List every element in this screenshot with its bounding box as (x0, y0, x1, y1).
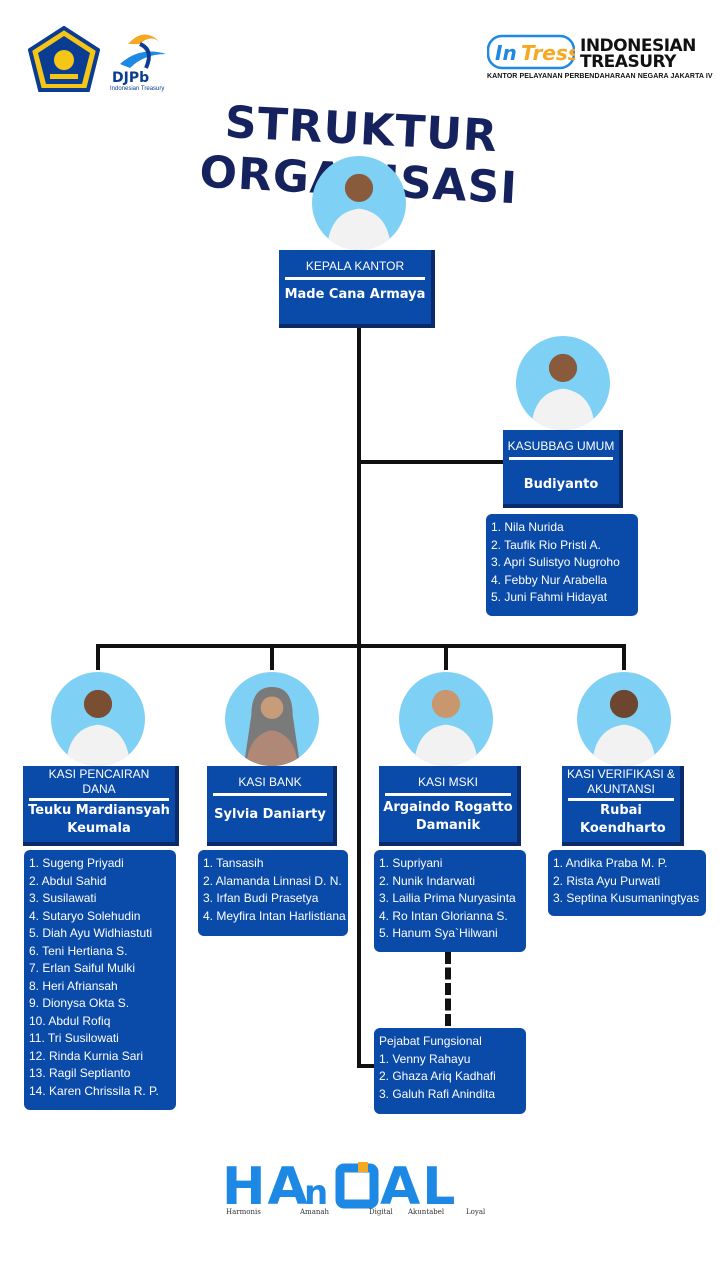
list-item: 5. Hanum Sya`Hilwani (379, 926, 498, 940)
section-box-mski: KASI MSKI Argaindo Rogatto Damanik (379, 766, 521, 846)
list-item: 9. Dionysa Okta S. (29, 996, 130, 1010)
list-item: 1. Venny Rahayu (379, 1051, 471, 1066)
kasubbag-members: 1. Nila Nurida 2. Taufik Rio Pristi A. 3… (486, 514, 638, 616)
head-name: Made Cana Armaya (284, 287, 426, 302)
brand-line2: TREASURY (580, 52, 676, 72)
section-role: KASI VERIFIKASI & AKUNTANSI (566, 767, 676, 796)
section-box-verifikasi: KASI VERIFIKASI & AKUNTANSI Rubai Koendh… (562, 766, 684, 846)
brand-subtitle: KANTOR PELAYANAN PERBENDAHARAAN NEGARA J… (487, 73, 713, 80)
head-box: KEPALA KANTOR Made Cana Armaya (279, 250, 435, 328)
list-item: 13. Ragil Septianto (29, 1066, 131, 1080)
svg-text:HA: HA (222, 1157, 310, 1216)
functional-title: Pejabat Fungsional (379, 1034, 482, 1048)
list-item: 3. Galuh Rafi Anindita (379, 1086, 496, 1101)
list-item: 2. Ghaza Ariq Kadhafi (379, 1069, 496, 1083)
section-name: Sylvia Daniarty (214, 807, 326, 822)
branch-line-2 (270, 644, 274, 670)
list-item: 11. Tri Susilowati (29, 1031, 119, 1045)
functional-dashed-line (445, 952, 451, 1026)
kasubbag-box: KASUBBAG UMUM Budiyanto (503, 430, 623, 508)
list-item: 2. Nunik Indarwati (379, 873, 476, 888)
separator (385, 793, 511, 796)
separator (509, 457, 613, 460)
list-item: 5. Juni Fahmi Hidayat (491, 590, 608, 604)
section-name: Teuku Mardiansyah Keumala (28, 803, 170, 836)
kemenkeu-emblem-icon (28, 26, 100, 92)
head-role: KEPALA KANTOR (305, 259, 405, 273)
avatar-kasi-verifikasi (577, 672, 671, 766)
avatar-kepala-kantor (312, 156, 406, 250)
list-item: 3. Irfan Budi Prasetya (203, 891, 319, 905)
value-amanah: Amanah (300, 1208, 330, 1216)
list-item: 1. Tansasih (203, 856, 264, 870)
section-role: KASI PENCAIRAN DANA (48, 767, 150, 796)
list-item: 10. Abdul Rofiq (29, 1013, 111, 1028)
list-item: 4. Febby Nur Arabella (491, 572, 608, 587)
avatar-kasi-pencairan (51, 672, 145, 766)
functional-box: Pejabat Fungsional 1. Venny Rahayu 2. Gh… (374, 1028, 526, 1114)
list-item: 4. Meyfira Intan Harlistiana (203, 908, 346, 923)
value-digital: Digital (369, 1208, 393, 1216)
kasubbag-role: KASUBBAG UMUM (507, 439, 615, 453)
list-item: 2. Taufik Rio Pristi A. (491, 537, 601, 552)
section-box-bank: KASI BANK Sylvia Daniarty (207, 766, 337, 846)
functional-connector (357, 1064, 375, 1068)
list-item: 1. Supriyani (379, 856, 443, 870)
avatar-kasubbag (516, 336, 610, 430)
branch-line-1 (96, 644, 100, 670)
section-role: KASI MSKI (417, 775, 479, 789)
svg-text:AL: AL (380, 1157, 457, 1216)
value-loyal: Loyal (466, 1208, 486, 1216)
separator (285, 277, 425, 280)
value-harmonis: Harmonis (226, 1208, 261, 1216)
list-item: 3. Susilawati (29, 891, 97, 905)
list-item: 3. Lailia Prima Nuryasinta (379, 891, 516, 905)
list-item: 6. Teni Hertiana S. (29, 943, 128, 958)
section-role: KASI BANK (238, 775, 302, 789)
svg-text:n: n (304, 1173, 328, 1213)
intress-logo-icon: In Tress (487, 34, 575, 70)
list-item: 8. Heri Afriansah (29, 978, 118, 993)
list-item: 1. Andika Praba M. P. (553, 856, 668, 870)
list-item: 3. Apri Sulistyo Nugroho (491, 555, 620, 569)
djpb-logo-icon (120, 34, 166, 69)
list-item: 2. Alamanda Linnasi D. N. (203, 873, 342, 888)
section-members-verifikasi: 1. Andika Praba M. P. 2. Rista Ayu Purwa… (548, 850, 706, 916)
djpb-logo-subtext: Indonesian Treasury (110, 86, 165, 92)
list-item: 7. Erlan Saiful Mulki (29, 961, 136, 975)
list-item: 4. Sutaryo Solehudin (29, 908, 141, 923)
section-name: Rubai Koendharto (580, 803, 666, 836)
list-item: 2. Rista Ayu Purwati (553, 873, 661, 888)
svg-text:In: In (495, 41, 517, 65)
section-members-bank: 1. Tansasih 2. Alamanda Linnasi D. N. 3.… (198, 850, 348, 936)
avatar-kasi-mski (399, 672, 493, 766)
list-item: 14. Karen Chrissila R. P. (29, 1083, 159, 1098)
list-item: 12. Rinda Kurnia Sari (29, 1048, 144, 1063)
svg-text:Tress: Tress (521, 41, 575, 65)
handal-logo-icon: HA n AL (222, 1157, 457, 1216)
section-box-pencairan: KASI PENCAIRAN DANA Teuku Mardiansyah Ke… (23, 766, 179, 846)
djpb-logo-text: DJPb (112, 70, 150, 86)
separator (213, 793, 327, 796)
branch-line-4 (622, 644, 626, 670)
list-item: 4. Ro Intan Glorianna S. (379, 908, 508, 923)
list-item: 3. Septina Kusumaningtyas (553, 891, 700, 905)
value-akuntabel: Akuntabel (408, 1208, 445, 1216)
trunk-line (357, 326, 361, 1068)
section-name: Argaindo Rogatto Damanik (383, 800, 513, 833)
sections-horizontal-line (96, 644, 626, 648)
kasubbag-connector (357, 460, 503, 464)
kasubbag-name: Budiyanto (523, 477, 599, 492)
list-item: 1. Nila Nurida (491, 520, 564, 534)
avatar-kasi-bank (225, 672, 319, 766)
section-members-pencairan: 1. Sugeng Priyadi 2. Abdul Sahid 3. Susi… (24, 850, 176, 1110)
separator (568, 798, 674, 801)
list-item: 1. Sugeng Priyadi (29, 856, 124, 870)
list-item: 5. Diah Ayu Widhiastuti (29, 926, 153, 940)
brand-line1: INDONESIAN (580, 36, 696, 56)
section-members-mski: 1. Supriyani 2. Nunik Indarwati 3. Laili… (374, 850, 526, 952)
branch-line-3 (444, 644, 448, 670)
list-item: 2. Abdul Sahid (29, 873, 107, 888)
separator (29, 798, 169, 801)
